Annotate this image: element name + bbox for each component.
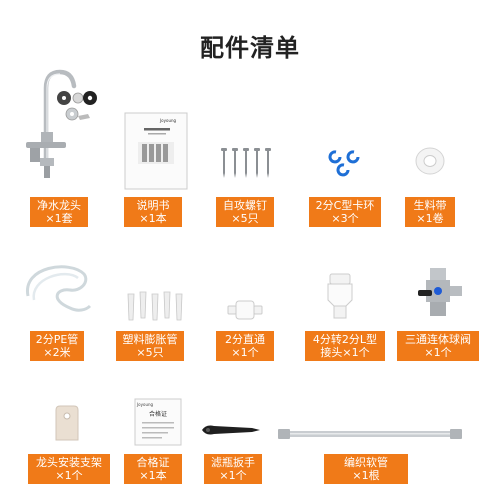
item-label-straight-connector: 2分直通×1个 <box>216 331 274 361</box>
certificate-title-text: 合格证 <box>149 410 167 418</box>
thread-tape-image <box>415 147 445 175</box>
ball-valve-image <box>418 268 462 316</box>
wall-anchors-image <box>127 291 183 321</box>
filter-wrench-image <box>202 425 260 435</box>
item-label-faucet-bracket: 龙头安装支架×1个 <box>28 454 110 484</box>
item-label-filter-wrench: 滤瓶扳手×1个 <box>204 454 262 484</box>
item-label-wall-anchors: 塑料膨胀管×5只 <box>116 331 184 361</box>
item-label-braided-hose: 编织软管×1根 <box>324 454 408 484</box>
l-connector-image <box>327 273 353 319</box>
svg-text:Joyoung: Joyoung <box>136 402 154 407</box>
item-label-faucet: 净水龙头×1套 <box>30 197 88 227</box>
item-label-manual: 说明书×1本 <box>124 197 182 227</box>
item-label-pe-tube: 2分PE管×2米 <box>30 331 84 361</box>
svg-text:Joyoung: Joyoung <box>159 118 177 123</box>
braided-hose-image <box>278 429 462 439</box>
item-label-ball-valve: 三通连体球阀×1个 <box>397 331 479 361</box>
manual-image: Joyoung <box>124 112 188 190</box>
c-clips-image <box>328 150 360 177</box>
page-title: 配件清单 <box>200 34 300 62</box>
item-label-screws: 自攻螺钉×5只 <box>216 197 274 227</box>
screws-image <box>221 148 271 178</box>
item-label-l-connector: 4分转2分L型接头×1个 <box>305 331 385 361</box>
item-label-c-clips: 2分C型卡环×3个 <box>309 197 381 227</box>
faucet-bracket-image <box>55 405 79 441</box>
straight-connector-image <box>227 300 263 320</box>
faucet-image <box>26 69 97 178</box>
certificate-image: Joyoung 合格证 <box>134 398 182 446</box>
item-label-certificate: 合格证×1本 <box>124 454 182 484</box>
pe-tube-image <box>26 265 92 312</box>
item-label-thread-tape: 生料带×1卷 <box>405 197 455 227</box>
